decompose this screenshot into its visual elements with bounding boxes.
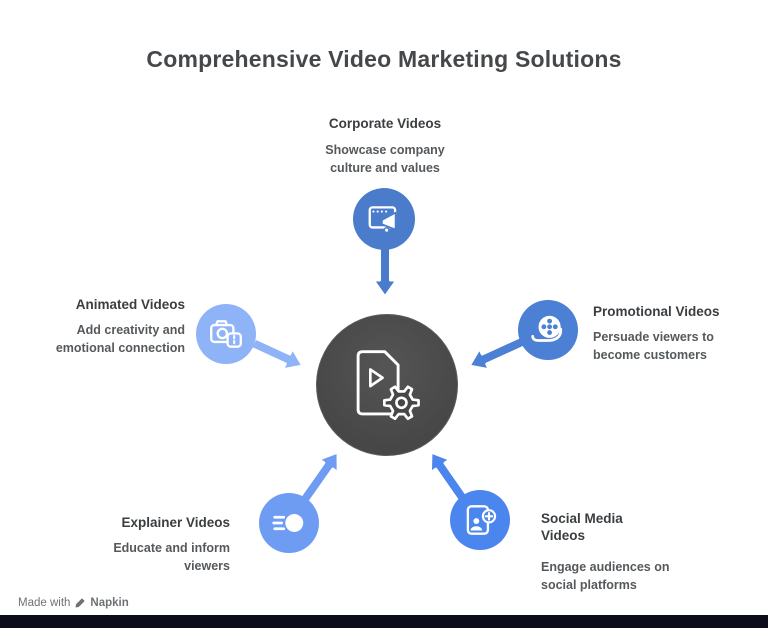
node-circle-social-media: [450, 490, 510, 550]
footer-bar: [0, 615, 768, 628]
description-animated-videos: Add creativity and emotional connection: [55, 323, 185, 356]
description-promotional-videos: Persuade viewers to become customers: [593, 330, 714, 363]
label-corporate-videos: Corporate Videos: [328, 116, 442, 131]
label-animated-videos: Animated Videos: [75, 297, 185, 312]
description-social-media-videos: Engage audiences on social platforms: [541, 560, 670, 593]
page-title: Comprehensive Video Marketing Solutions: [146, 46, 622, 72]
camera-plus-icon: [210, 320, 242, 348]
node-circle-animated: [196, 304, 256, 364]
video-ad-megaphone-icon: [368, 206, 397, 234]
description-explainer-videos: Educate and inform viewers: [113, 541, 230, 574]
film-reel-icon: [531, 315, 563, 342]
watermark: Made with Napkin: [18, 597, 129, 609]
speed-circle-icon: [272, 514, 304, 532]
arrow-explainer: [297, 450, 340, 507]
node-circle-corporate: [353, 188, 415, 250]
watermark-brand: Napkin: [90, 597, 129, 609]
arrow-animated: [249, 336, 305, 372]
label-promotional-videos: Promotional Videos: [593, 304, 720, 319]
napkin-logo-icon: [75, 598, 85, 608]
central-hub: [316, 314, 458, 456]
mobile-user-add-icon: [466, 505, 497, 535]
arrow-promotional: [467, 334, 528, 372]
node-circle-explainer: [259, 493, 319, 553]
description-corporate-videos: Showcase company culture and values: [325, 143, 445, 176]
label-social-media-videos: Social Media Videos: [541, 511, 623, 543]
label-explainer-videos: Explainer Videos: [121, 515, 230, 530]
arrow-corporate: [371, 244, 399, 299]
node-circle-promotional: [518, 300, 578, 360]
video-file-gear-icon: [356, 350, 420, 421]
arrow-social: [428, 450, 471, 505]
watermark-prefix: Made with: [18, 597, 71, 609]
